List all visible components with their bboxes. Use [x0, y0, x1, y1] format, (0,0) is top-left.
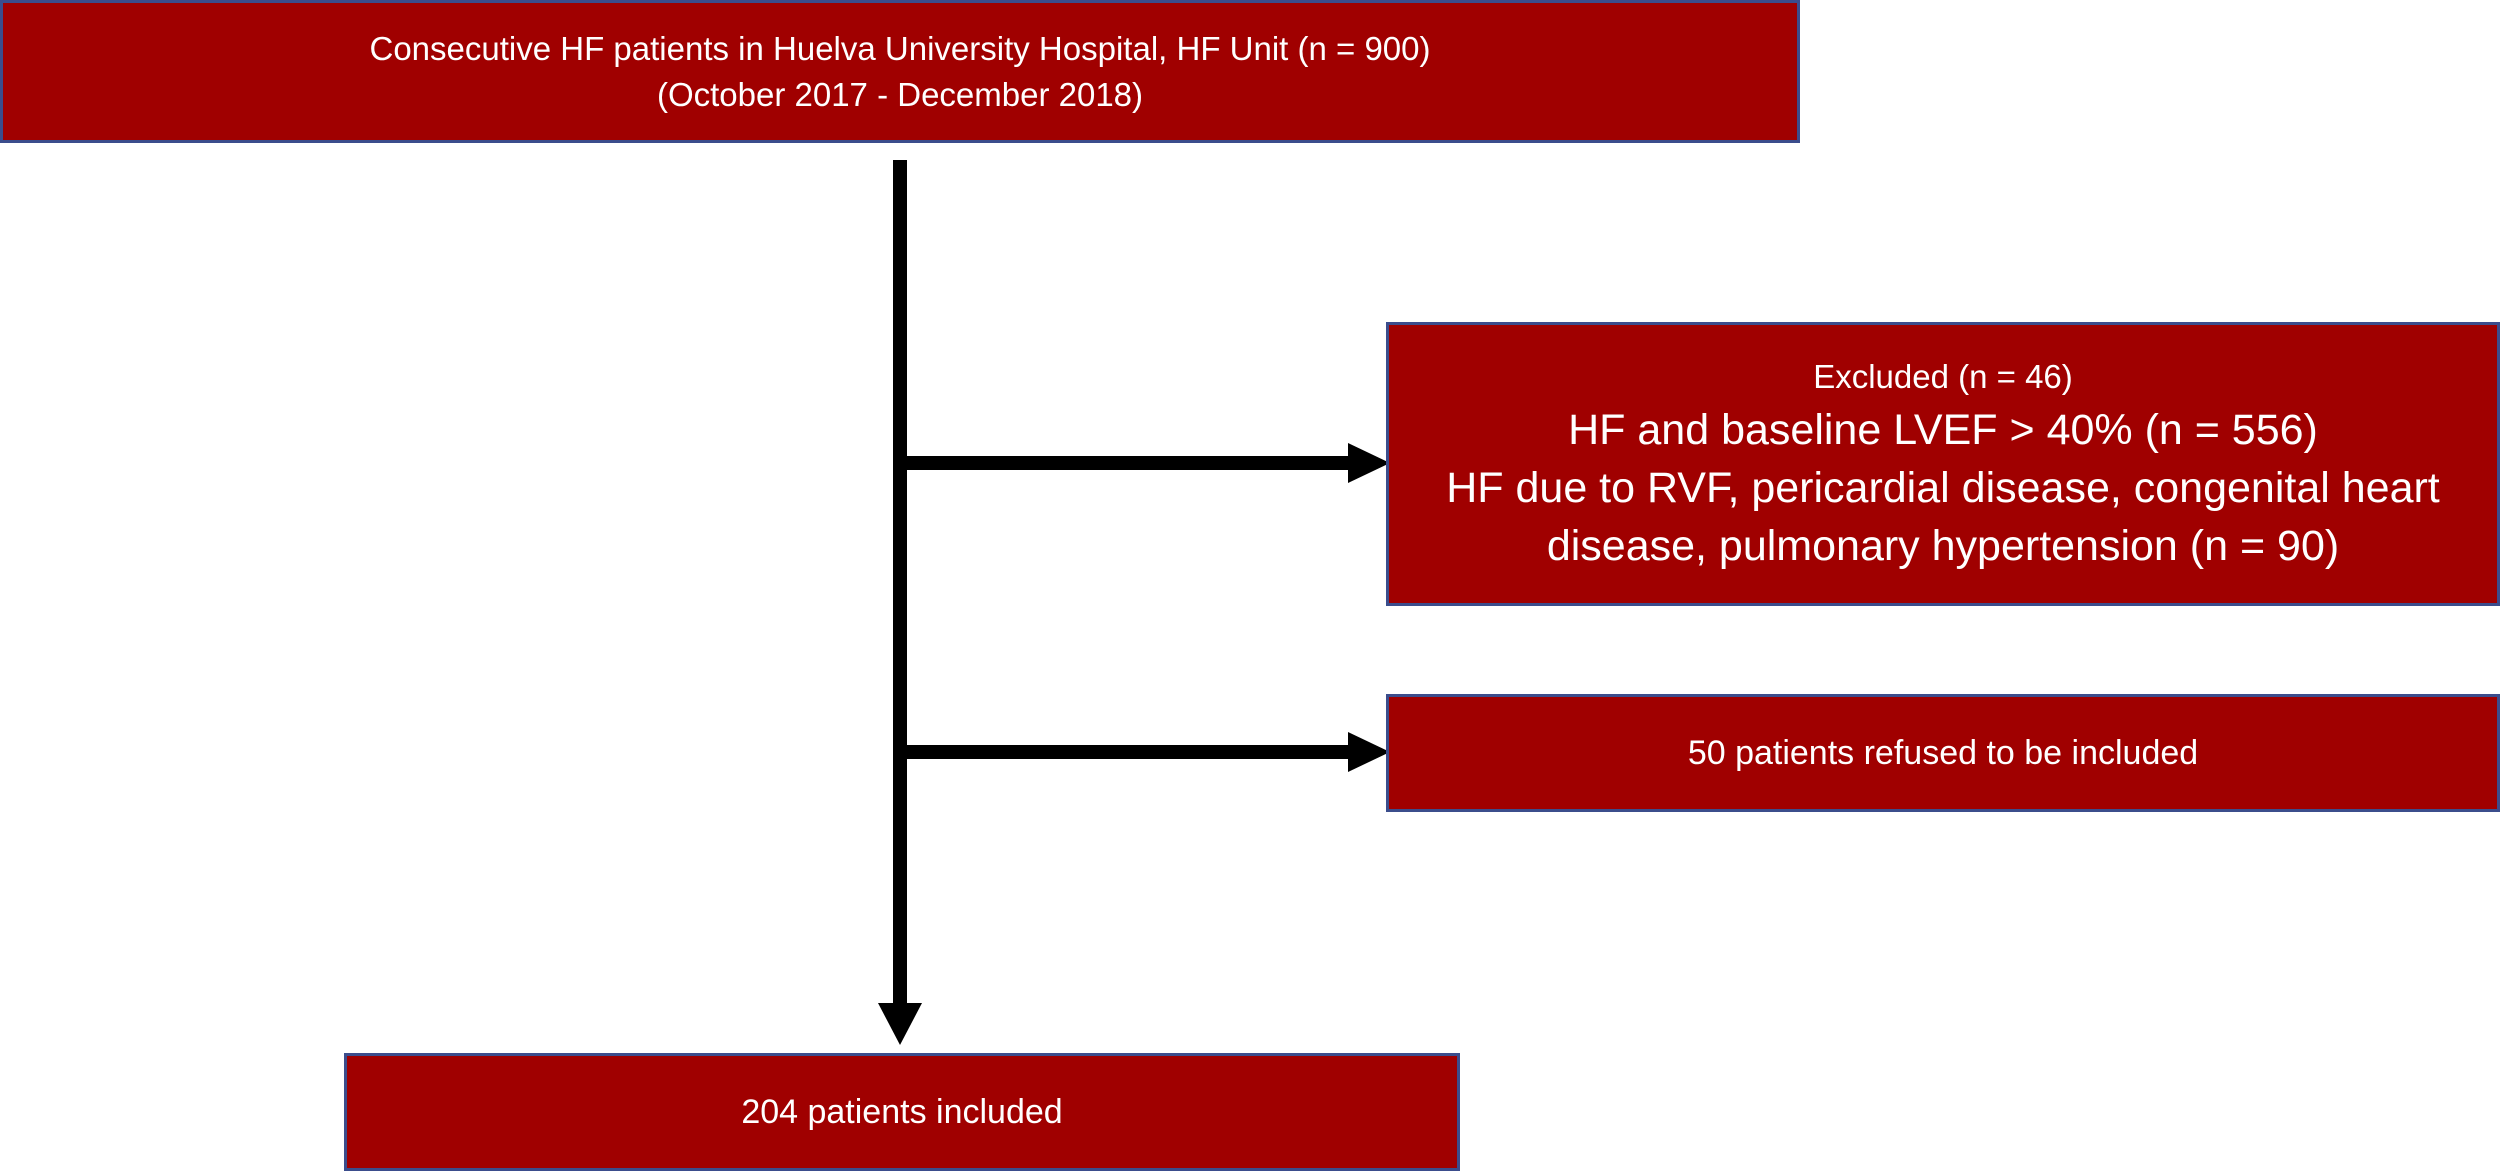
excluded-reason-rvf-line-2: disease, pulmonary hypertension (n = 90): [1546, 522, 2340, 570]
excluded-reason-lvef: HF and baseline LVEF > 40% (n = 556): [1568, 406, 2318, 454]
enrolled-patients-box: Consecutive HF patients in Huelva Univer…: [0, 0, 1800, 143]
included-text: 204 patients included: [741, 1092, 1063, 1131]
refused-branch-arrowhead: [1348, 732, 1390, 772]
refused-patients-box: 50 patients refused to be included: [1386, 694, 2500, 812]
excluded-header: Excluded (n = 46): [1813, 358, 2073, 395]
included-patients-box: 204 patients included: [344, 1053, 1460, 1171]
refused-text: 50 patients refused to be included: [1687, 733, 2199, 772]
enrolled-line-2: (October 2017 - December 2018): [656, 75, 1144, 113]
excluded-reason-rvf-line-1: HF due to RVF, pericardial disease, cong…: [1446, 464, 2440, 512]
main-arrowhead: [878, 1003, 922, 1045]
excluded-branch-arrowhead: [1348, 443, 1390, 483]
enrolled-line-1: Consecutive HF patients in Huelva Univer…: [369, 29, 1431, 67]
excluded-patients-box: Excluded (n = 46) HF and baseline LVEF >…: [1386, 322, 2500, 606]
